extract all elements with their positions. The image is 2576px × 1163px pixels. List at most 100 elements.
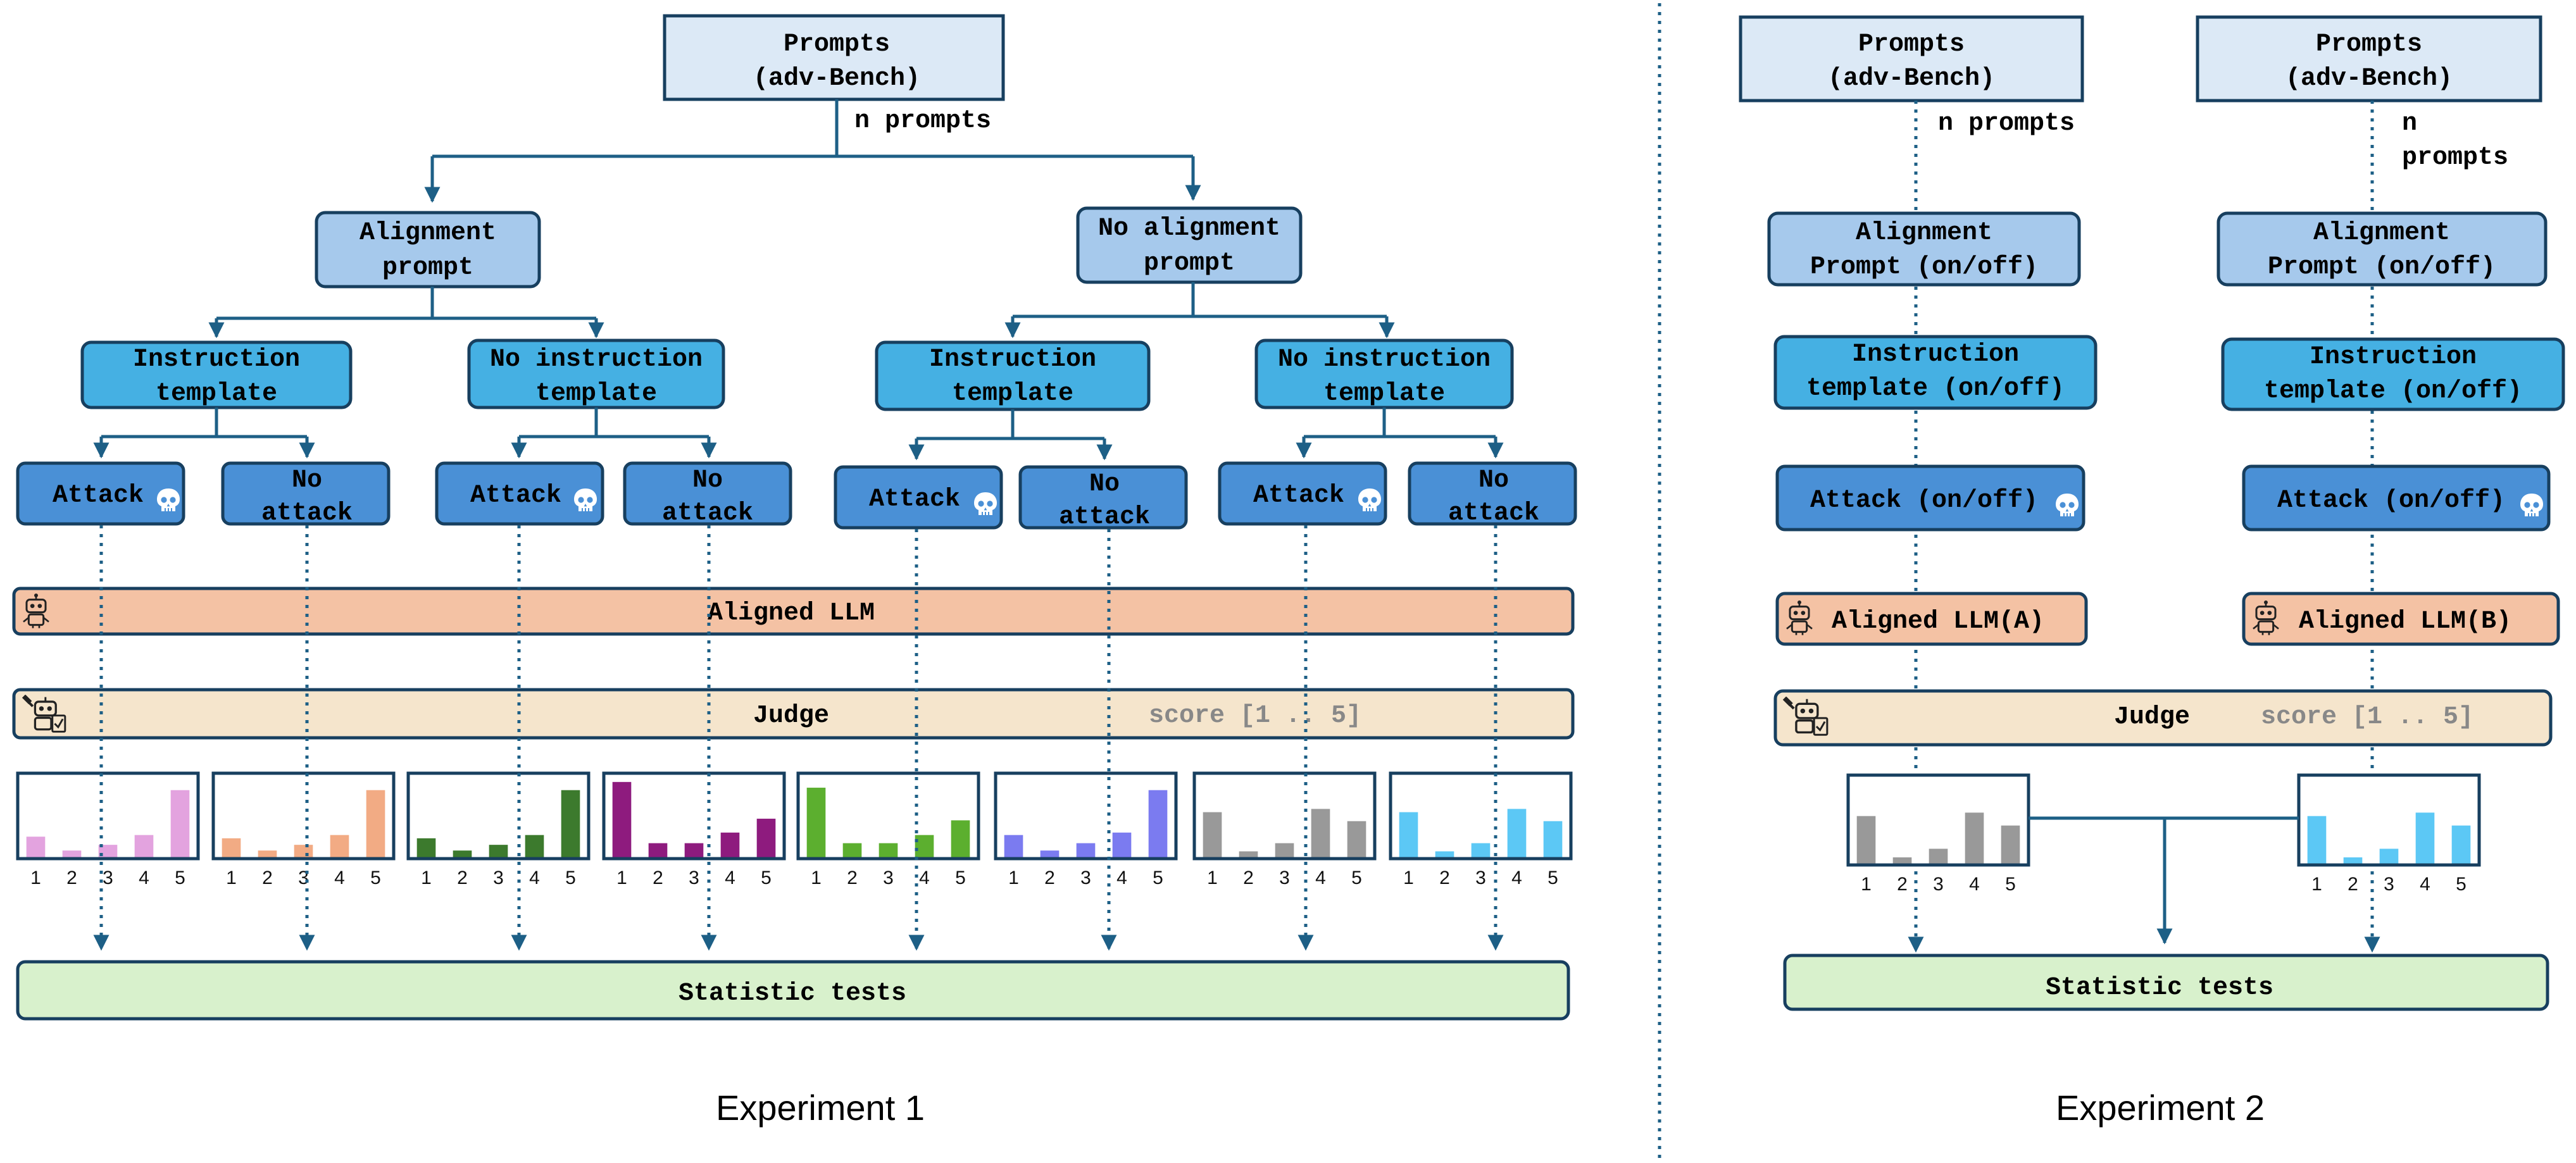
instruction-toggle-node-b	[2221, 337, 2565, 411]
judge-label-exp2: Judge	[2114, 703, 2190, 731]
histogram-bar	[1112, 832, 1132, 857]
histogram-tick-label: 4	[919, 868, 930, 888]
histogram-tick-label: 2	[1243, 868, 1254, 888]
histogram-bar	[1507, 809, 1527, 857]
no-instruction-label-1a: No instruction	[490, 345, 703, 374]
histogram-tick-label: 5	[370, 868, 381, 888]
histogram-bar	[62, 850, 82, 857]
attack-node-4: Attack	[1218, 461, 1387, 526]
no-attack-label-2b: attack	[662, 499, 753, 528]
histogram-bar	[1892, 857, 1912, 864]
histogram-tick-label: 2	[653, 868, 663, 888]
histogram-tick-label: 3	[1279, 868, 1290, 888]
histogram-tick-label: 3	[1933, 874, 1944, 895]
prompts-a-label-2: (adv-Bench)	[1828, 65, 1995, 93]
histogram-tick-label: 5	[2005, 874, 2016, 895]
prompts-a-label-1: Prompts	[1858, 30, 1965, 59]
histogram-tick-label: 5	[175, 868, 185, 888]
statistic-tests-label: Statistic tests	[678, 980, 906, 1008]
statistic-tests-bar-exp2	[1783, 954, 2549, 1011]
alignment-a-1: Alignment	[1856, 219, 1992, 247]
n-prompts-label: n prompts	[854, 107, 991, 135]
histogram-bar	[2001, 825, 2020, 864]
alignment-label-2: prompt	[382, 254, 473, 282]
histogram-tick-label: 4	[1116, 868, 1127, 888]
no-alignment-label-2: prompt	[1144, 249, 1235, 278]
histogram-tick-label: 4	[725, 868, 735, 888]
instruction-label-2b: template	[952, 380, 1073, 408]
attack-toggle-node-b: Attack (on/off)	[2242, 464, 2551, 532]
histogram-tick-label: 3	[103, 868, 113, 888]
alignment-label-1: Alignment	[360, 219, 496, 247]
attack-node-2: Attack	[435, 461, 604, 526]
alignment-a-2: Prompt (on/off)	[1810, 253, 2038, 282]
aligned-llm-b-label: Aligned LLM(B)	[2299, 607, 2511, 636]
n-prompts-a: n prompts	[1938, 109, 2075, 138]
no-attack-label-3a: No	[1089, 470, 1120, 499]
no-alignment-label-1: No alignment	[1098, 215, 1280, 243]
prompts-label-line2: (adv-Bench)	[753, 65, 920, 93]
histogram-bar	[2343, 857, 2363, 864]
histogram-tick-label: 3	[689, 868, 699, 888]
no-attack-node-3: No attack	[1018, 465, 1188, 532]
no-attack-label-1b: attack	[261, 499, 353, 528]
attack-node-3: Attack	[834, 465, 1003, 530]
experiment-1-caption: Experiment 1	[716, 1088, 925, 1128]
histogram-bar	[330, 835, 349, 857]
histogram-tick-label: 2	[457, 868, 468, 888]
histogram-tick-label: 1	[421, 868, 432, 888]
experiment-2-caption: Experiment 2	[2056, 1088, 2265, 1128]
histogram-tick-label: 5	[2456, 874, 2467, 895]
aligned-llm-bar	[12, 587, 1575, 636]
histogram-bar	[1435, 851, 1454, 857]
no-attack-label-4b: attack	[1448, 499, 1539, 528]
histogram-bar	[2415, 812, 2435, 864]
statistic-tests-label-exp2: Statistic tests	[2046, 974, 2273, 1002]
histogram-tick-label: 2	[1439, 868, 1450, 888]
histogram-bar	[1347, 821, 1366, 857]
no-instruction-label-2a: No instruction	[1278, 345, 1491, 374]
histogram-tick-label: 5	[565, 868, 576, 888]
score-range-label: score [1 .. 5]	[1149, 702, 1361, 730]
histogram-bar	[1471, 843, 1491, 857]
no-attack-node-2: No attack	[623, 461, 792, 528]
histogram-bar	[1004, 835, 1023, 857]
prompts-box-a	[1739, 15, 2084, 103]
histogram-bar	[2379, 849, 2399, 864]
histogram-tick-label: 5	[1547, 868, 1558, 888]
histogram-tick-label: 4	[139, 868, 149, 888]
histogram-bar	[684, 843, 704, 857]
histogram-bar	[1148, 790, 1168, 857]
histogram-tick-label: 1	[1403, 868, 1414, 888]
experiment-2: Prompts (adv-Bench) n prompts Prompts (a…	[1739, 15, 2565, 1128]
instruction-a-2: template (on/off)	[1806, 375, 2065, 403]
histogram-bar	[258, 850, 277, 857]
histogram-bar	[1203, 812, 1222, 857]
judge-label: Judge	[753, 702, 829, 730]
histogram-bar	[951, 820, 970, 857]
histogram-bar	[98, 845, 118, 857]
histogram-tick-label: 4	[529, 868, 540, 888]
histogram-bar	[720, 832, 740, 857]
no-instruction-label-2b: template	[1323, 380, 1445, 408]
instruction-b-2: template (on/off)	[2264, 377, 2522, 406]
prompts-b-label-1: Prompts	[2316, 30, 2422, 59]
histogram-tick-label: 5	[1351, 868, 1362, 888]
histogram-bar	[170, 790, 190, 857]
judge-bar	[12, 688, 1575, 740]
histogram-tick-label: 1	[30, 868, 41, 888]
no-attack-label-3b: attack	[1059, 503, 1150, 532]
attack-label-2: Attack	[470, 482, 561, 510]
histogram-frame	[211, 771, 396, 861]
histogram-bar	[1929, 849, 1948, 864]
alignment-toggle-node-a	[1767, 211, 2081, 287]
histogram-tick-label: 4	[1511, 868, 1522, 888]
